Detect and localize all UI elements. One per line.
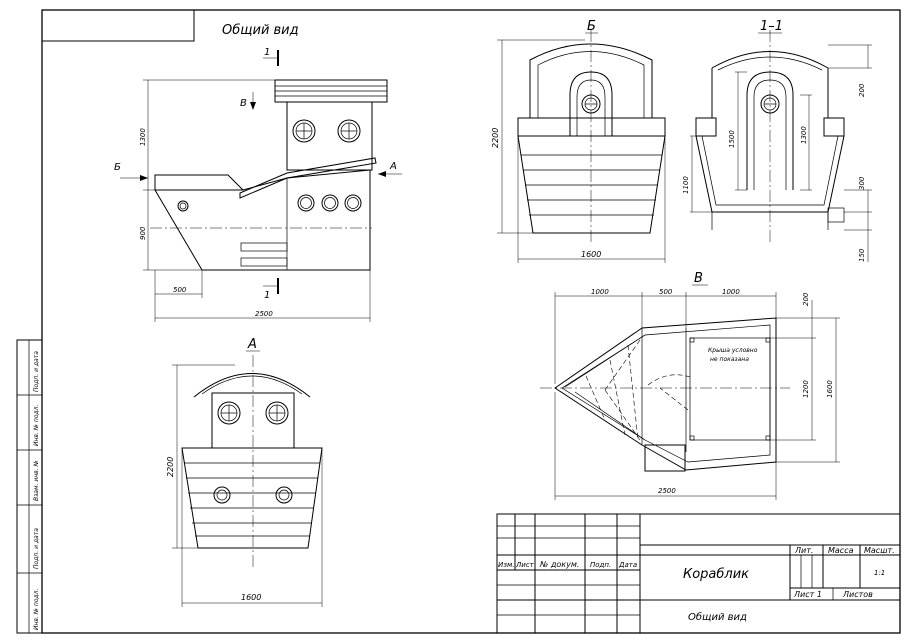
general-view-title: Общий вид: [222, 23, 299, 38]
tb-header-data: Дата: [618, 561, 637, 569]
hull-side: [154, 169, 371, 271]
view-v-title: В: [694, 271, 703, 286]
plan-note-1: Крыша условно: [708, 347, 758, 354]
cabin: [286, 101, 373, 171]
dim-300-section: 300: [858, 176, 866, 190]
tb-header-izm: Изм.: [498, 561, 514, 569]
section-title: 1–1: [760, 19, 783, 34]
hull-rear: [181, 447, 323, 549]
dim-1600-plan: 1600: [826, 380, 834, 398]
side-view: 1 1 В Б А 1300 900 500 2500: [114, 47, 402, 322]
section-1-1: 1–1 1100 1500 1300 200: [682, 19, 872, 262]
sheet-frame: Общий вид: [41, 9, 901, 634]
view-b: Б 2200 1600: [491, 19, 666, 263]
section-marker-bottom: 1: [264, 290, 270, 301]
view-a-title: А: [247, 337, 257, 352]
dim-500-side: 500: [173, 286, 187, 294]
stamp-label-5: Инв. № подл.: [33, 589, 40, 630]
dim-1300-section: 1300: [800, 126, 808, 144]
arrow-b-label: Б: [114, 162, 121, 173]
tb-lit: Лит.: [794, 546, 813, 555]
dim-1500-section: 1500: [728, 130, 736, 148]
dim-1100-section: 1100: [682, 176, 690, 194]
dim-150-section: 150: [858, 248, 866, 262]
section-marker-top: 1: [264, 47, 270, 58]
tb-header-podp: Подп.: [590, 561, 611, 569]
view-v: В Крыша условно не показана 1000 500 100…: [540, 271, 840, 500]
dim-2200-b: 2200: [491, 128, 500, 148]
stamp-label-3: Взам. инв. №: [33, 460, 40, 501]
stamp-label-1: Подп. и дата: [33, 351, 40, 392]
dim-2500-plan: 2500: [658, 487, 676, 495]
dim-1200-plan: 1200: [802, 380, 810, 398]
dim-900-side: 900: [139, 226, 147, 240]
tb-mass: Масса: [828, 546, 854, 555]
cabin-front-roof: [529, 43, 653, 118]
stamp-label-4: Подп. и дата: [33, 528, 40, 569]
dim-1300-side: 1300: [139, 128, 147, 146]
tb-scale: 1:1: [874, 569, 885, 577]
tb-header-list: Лист: [515, 561, 535, 569]
view-b-title: Б: [587, 19, 596, 34]
dim-1000b-plan: 1000: [722, 288, 740, 296]
dim-2200-a: 2200: [166, 457, 175, 477]
hull-front: [517, 135, 666, 234]
dim-500-plan: 500: [659, 288, 673, 296]
drawing-name: Кораблик: [683, 567, 749, 582]
dim-1600-b: 1600: [581, 250, 601, 259]
porthole: [292, 119, 316, 143]
side-stamp: Подп. и дата Инв. № подл. Взам. инв. № П…: [16, 339, 43, 634]
dim-2500-side: 2500: [255, 310, 273, 318]
dim-200-plan: 200: [802, 292, 810, 306]
tb-scale-label: Масшт.: [864, 546, 895, 555]
plan-outline: [554, 317, 777, 471]
plan-note-2: не показана: [710, 356, 749, 363]
dim-1000a-plan: 1000: [591, 288, 609, 296]
porthole: [337, 119, 361, 143]
arrow-a-label: А: [389, 161, 397, 172]
deck-rail: [239, 157, 377, 199]
dim-200-section: 200: [858, 83, 866, 97]
stamp-label-2: Инв. № подл.: [33, 405, 40, 446]
dim-1600-a: 1600: [241, 593, 261, 602]
drawing-view: Общий вид: [688, 611, 747, 623]
tb-header-doc: № докум.: [539, 560, 579, 569]
tb-sheet: Лист 1: [793, 590, 822, 599]
tb-sheets: Листов: [842, 590, 873, 599]
view-a: А 2200 1600: [166, 337, 323, 607]
arrow-v-label: В: [240, 98, 247, 109]
title-block: Изм. Лист № докум. Подп. Дата Кораблик О…: [496, 513, 901, 634]
